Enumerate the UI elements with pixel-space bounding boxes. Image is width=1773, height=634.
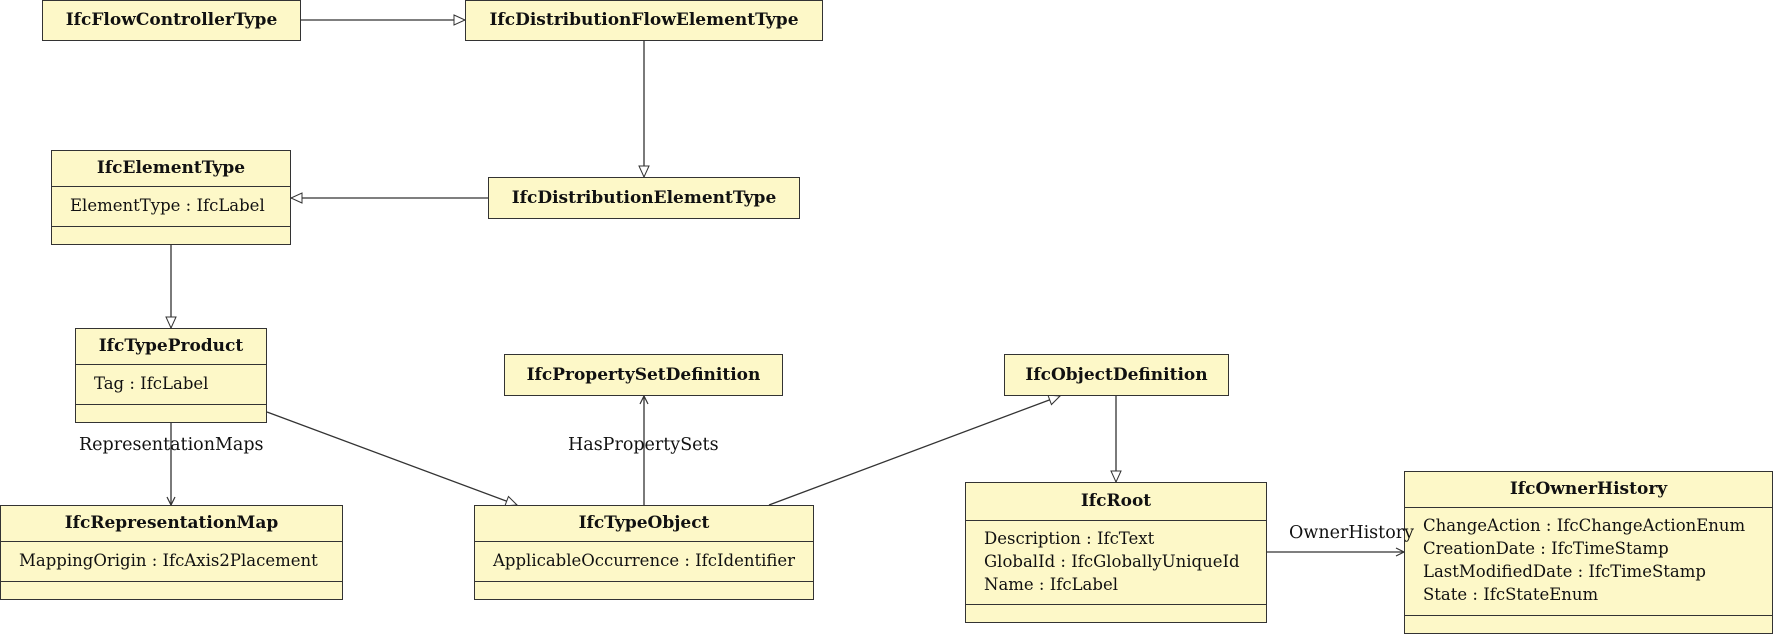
attribute: MappingOrigin : IfcAxis2Placement <box>19 551 318 570</box>
attribute: Description : IfcText <box>984 529 1155 548</box>
attribute: CreationDate : IfcTimeStamp <box>1423 539 1669 558</box>
label-haspropertysets: HasPropertySets <box>568 435 719 455</box>
class-ifctypeobject[interactable]: IfcTypeObject ApplicableOccurrence : Ifc… <box>474 505 814 600</box>
class-name: IfcTypeProduct <box>98 336 244 356</box>
operations-compartment <box>76 404 266 423</box>
class-name: IfcDistributionElementType <box>511 188 777 208</box>
operations-compartment <box>1 581 342 600</box>
generalization-typeproduct-to-typeobject <box>266 411 519 507</box>
attribute-list: ApplicableOccurrence : IfcIdentifier <box>475 541 813 581</box>
class-name: IfcElementType <box>96 158 246 178</box>
attribute: ElementType : IfcLabel <box>70 196 265 215</box>
label-representationmaps: RepresentationMaps <box>79 435 264 455</box>
class-ifcpropertysetdefinition[interactable]: IfcPropertySetDefinition <box>504 354 783 396</box>
attribute: LastModifiedDate : IfcTimeStamp <box>1423 562 1706 581</box>
class-ifcelementtype[interactable]: IfcElementType ElementType : IfcLabel <box>51 150 291 245</box>
class-name: IfcFlowControllerType <box>65 10 278 30</box>
class-name: IfcOwnerHistory <box>1509 479 1668 499</box>
class-name: IfcRoot <box>1080 491 1152 511</box>
attribute: State : IfcStateEnum <box>1423 585 1599 604</box>
attribute: ApplicableOccurrence : IfcIdentifier <box>493 551 796 570</box>
attribute-list: MappingOrigin : IfcAxis2Placement <box>1 541 342 581</box>
attribute-list: ChangeAction : IfcChangeActionEnum Creat… <box>1405 507 1772 615</box>
class-name: IfcObjectDefinition <box>1025 365 1208 385</box>
class-name: IfcPropertySetDefinition <box>526 365 761 385</box>
generalization-typeobject-to-objectdefinition <box>768 394 1062 506</box>
label-ownerhistory: OwnerHistory <box>1289 523 1414 543</box>
attribute: ChangeAction : IfcChangeActionEnum <box>1423 516 1746 535</box>
operations-compartment <box>1405 615 1772 634</box>
operations-compartment <box>475 581 813 600</box>
class-ifcownerhistory[interactable]: IfcOwnerHistory ChangeAction : IfcChange… <box>1404 471 1773 634</box>
attribute: Tag : IfcLabel <box>94 374 209 393</box>
class-ifcdistributionelementtype[interactable]: IfcDistributionElementType <box>488 177 800 219</box>
class-ifctypeproduct[interactable]: IfcTypeProduct Tag : IfcLabel <box>75 328 267 423</box>
class-ifcflowcontrollertype[interactable]: IfcFlowControllerType <box>42 0 301 41</box>
class-ifcrepresentationmap[interactable]: IfcRepresentationMap MappingOrigin : Ifc… <box>0 505 343 600</box>
class-name: IfcTypeObject <box>578 513 710 533</box>
attribute-list: Description : IfcText GlobalId : IfcGlob… <box>966 520 1266 604</box>
class-ifcroot[interactable]: IfcRoot Description : IfcText GlobalId :… <box>965 482 1267 623</box>
operations-compartment <box>966 604 1266 623</box>
attribute: Name : IfcLabel <box>984 575 1118 594</box>
attribute-list: ElementType : IfcLabel <box>52 186 290 226</box>
attribute-list: Tag : IfcLabel <box>76 364 266 404</box>
class-ifcobjectdefinition[interactable]: IfcObjectDefinition <box>1004 354 1229 396</box>
class-name: IfcRepresentationMap <box>64 513 279 533</box>
class-name: IfcDistributionFlowElementType <box>489 10 799 30</box>
attribute: GlobalId : IfcGloballyUniqueId <box>984 552 1240 571</box>
operations-compartment <box>52 226 290 245</box>
class-ifcdistributionflowelementtype[interactable]: IfcDistributionFlowElementType <box>465 0 823 41</box>
